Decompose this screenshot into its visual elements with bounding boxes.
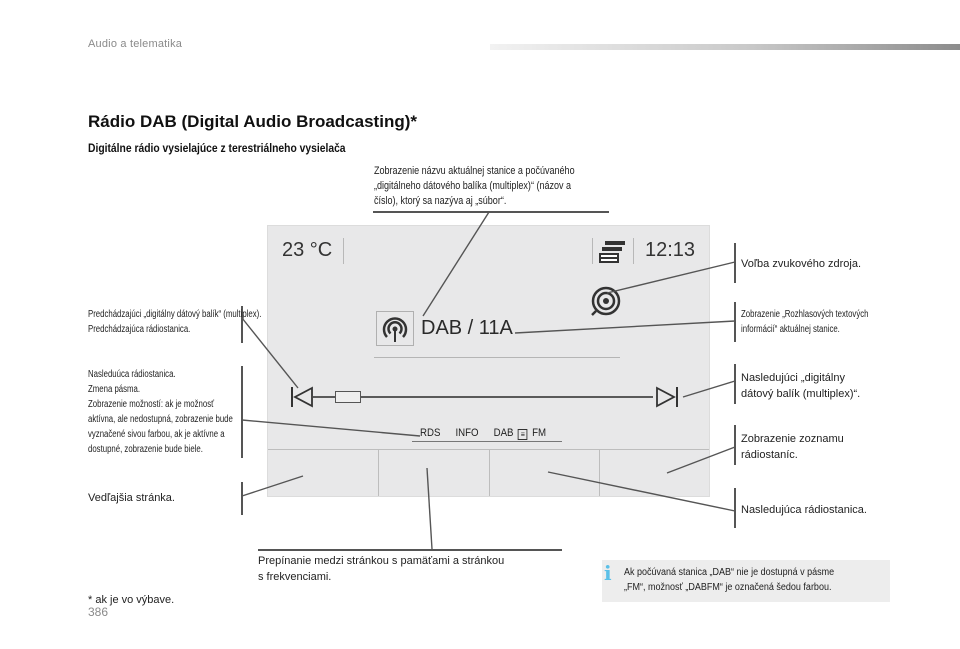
station-name: DAB / 11A [421, 317, 513, 339]
softkey-grid-top [268, 449, 709, 450]
callout-line: s frekvenciami. [258, 571, 332, 583]
page-number: 386 [88, 605, 109, 619]
dab-fm-switch-icon: ≡ [517, 429, 528, 440]
tab-info[interactable]: INFO [455, 427, 479, 439]
callout-line: dostupné, zobrazenie bude biele. [88, 444, 203, 455]
callout-line: rádiostaníc. [741, 449, 798, 461]
callout-line: Zobrazenie „Rozhlasových textových [741, 309, 869, 320]
tab-dab[interactable]: DAB [493, 427, 514, 439]
callout-line: Nasleduúca rádiostanica. [88, 369, 176, 380]
callout-line: Zobrazenie možností: ak je možnosť [88, 399, 215, 410]
callout-next-station-right: Nasledujúca rádiostanica. [741, 504, 867, 516]
callout-line: informácií“ aktuálnej stanice. [741, 324, 840, 335]
callout-rule [241, 482, 243, 515]
leader-line [426, 467, 433, 550]
info-note-line: Ak počúvaná stanica „DAB“ nie je dostupn… [624, 567, 835, 578]
callout-line: Zmena pásma. [88, 384, 141, 395]
radio-wave-icon [382, 317, 408, 342]
callout-next-multiplex: Nasledujúci „digitálny dátový balík (mul… [741, 370, 860, 402]
leader-line [682, 380, 736, 398]
station-icon-frame [376, 311, 414, 346]
callout-rule [734, 425, 736, 465]
callout-rule [734, 302, 736, 342]
multiplex-slider-handle[interactable] [335, 391, 361, 403]
callout-rule [734, 488, 736, 528]
station-divider [374, 357, 620, 358]
separator [592, 238, 593, 264]
callout-next-page: Vedľajšia stránka. [88, 492, 175, 504]
callout-line: dátový balík (multiplex)“. [741, 388, 861, 400]
leader-line [241, 475, 304, 497]
clock-readout: 12:13 [645, 239, 696, 261]
tab-rds[interactable]: RDS [420, 427, 441, 439]
leader-line [241, 317, 299, 389]
callout-source: Voľba zvukového zdroja. [741, 258, 862, 270]
callout-line: aktívna, ale nedostupná, zobrazenie bude [88, 414, 233, 425]
softkey-separator [489, 450, 490, 496]
callout-rule [373, 211, 609, 213]
leader-line [606, 261, 736, 294]
callout-station-name: Zobrazenie názvu aktuálnej stanice a poč… [374, 164, 575, 209]
page-title: Rádio DAB (Digital Audio Broadcasting)* [88, 112, 417, 131]
leader-line [514, 320, 736, 334]
leader-line [241, 419, 421, 437]
callout-line: Nasledujúci „digitálny [741, 372, 845, 384]
info-note-box [602, 560, 890, 602]
callout-station-list: Zobrazenie zoznamu rádiostaníc. [741, 431, 844, 463]
section-title: Audio a telematika [88, 38, 183, 50]
info-note-text: Ak počúvaná stanica „DAB“ nie je dostupn… [624, 565, 834, 595]
tab-fm[interactable]: FM [532, 427, 547, 439]
callout-prev-multiplex: Predchádzajúci „digitálny dátový balík“ … [88, 307, 261, 337]
callout-line: Zobrazenie zoznamu [741, 433, 844, 445]
callout-next-station: Nasleduúca rádiostanica. Zmena pásma. Zo… [88, 367, 233, 457]
leader-line [666, 446, 736, 474]
softkey-separator [599, 450, 600, 496]
header-gradient-bar [490, 44, 960, 50]
callout-line: Predchádzajúca rádiostanica. [88, 324, 191, 335]
prev-multiplex-icon[interactable] [290, 386, 314, 408]
callout-rule [734, 364, 736, 404]
tab-underline [412, 441, 562, 442]
temperature-readout: 23 °C [282, 239, 333, 261]
leader-line [422, 211, 490, 317]
source-menu-icon[interactable] [599, 240, 627, 264]
info-icon: i [604, 561, 612, 585]
callout-line: Zobrazenie názvu aktuálnej stanice a poč… [374, 165, 575, 177]
separator [633, 238, 634, 264]
multiplex-slider-track[interactable] [313, 396, 653, 398]
callout-rule [258, 549, 562, 551]
callout-line: Predchádzajúci „digitálny dátový balík“ … [88, 309, 262, 320]
callout-line: Prepínanie medzi stránkou s pamäťami a s… [258, 555, 505, 567]
callout-text-info: Zobrazenie „Rozhlasových textových infor… [741, 307, 868, 337]
callout-rule [241, 306, 243, 343]
screen-tabs: RDS INFO DAB ≡ FM [420, 427, 558, 440]
callout-line: „digitálneho dátového balíka (multiplex)… [374, 180, 572, 192]
softkey-separator [378, 450, 379, 496]
callout-rule [734, 243, 736, 283]
footnote: * ak je vo výbave. [88, 594, 175, 606]
callout-page-toggle: Prepínanie medzi stránkou s pamäťami a s… [258, 553, 504, 585]
info-note-line: „FM“, možnosť „DABFM“ je označená šedou … [624, 582, 832, 593]
separator [343, 238, 344, 264]
callout-line: číslo), ktorý sa nazýva aj „súbor“. [374, 195, 507, 207]
leader-line [547, 471, 736, 512]
page-subtitle: Digitálne rádio vysielajúce z terestriál… [88, 141, 346, 155]
radio-screen [267, 225, 710, 497]
callout-rule [241, 366, 243, 458]
next-multiplex-icon[interactable] [655, 386, 679, 408]
callout-line: vyznačené sivou farbou, ak je aktívne a [88, 429, 225, 440]
radio-text-icon[interactable] [590, 285, 622, 317]
